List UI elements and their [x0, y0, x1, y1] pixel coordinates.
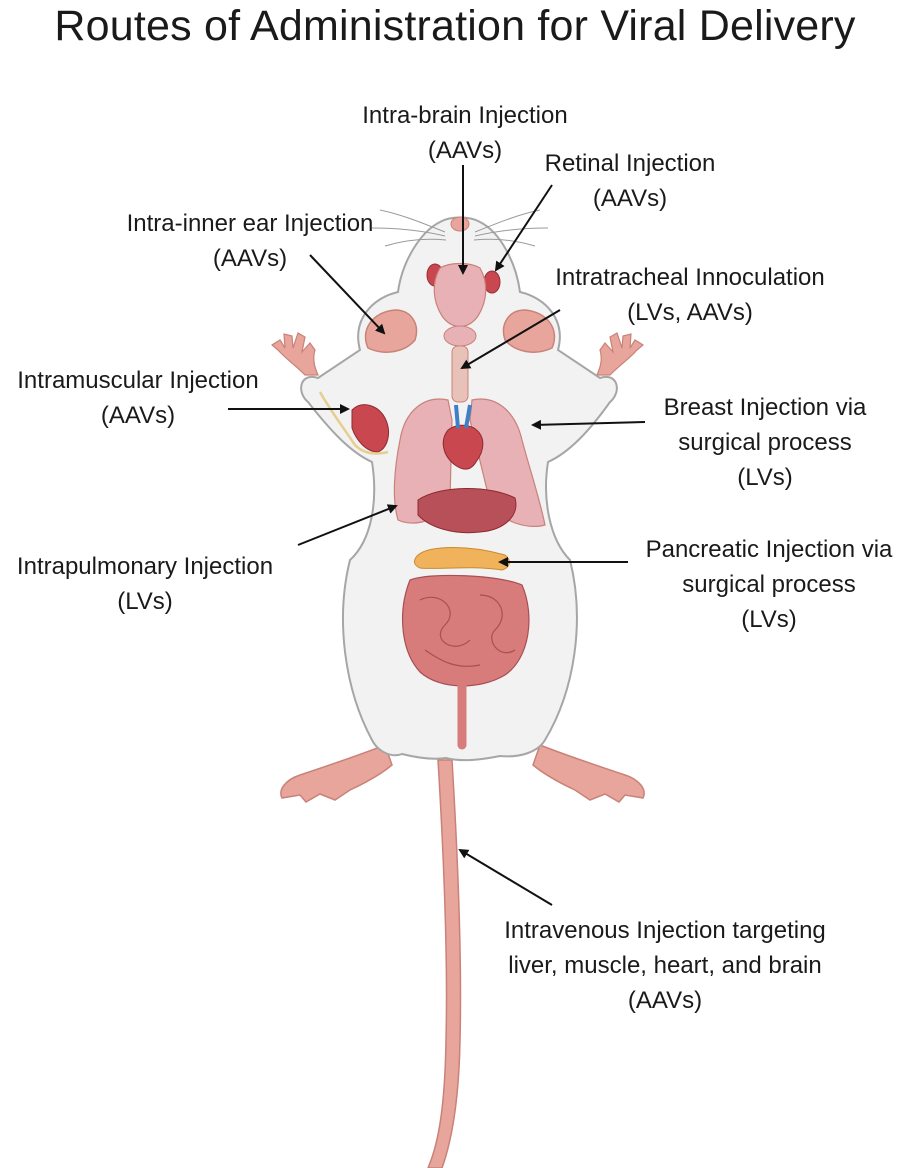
- arrow-breast: [531, 419, 646, 430]
- liver: [417, 488, 517, 534]
- left-ear: [364, 309, 418, 353]
- diagram-title: Routes of Administration for Viral Deliv…: [54, 2, 856, 50]
- nose: [450, 216, 470, 232]
- heart-vessels: [454, 404, 472, 429]
- arm-muscle: [351, 404, 389, 453]
- arrow-intravenous: [458, 848, 553, 906]
- intestines: [402, 574, 530, 687]
- arrow-intratracheal: [460, 309, 561, 370]
- left-hind-foot: [280, 744, 393, 803]
- label-retinal: Retinal Injection (AAVs): [544, 150, 716, 212]
- arrow-intrapulmonary: [297, 504, 398, 546]
- cerebellum: [443, 325, 477, 347]
- label-intravenous: Intravenous Injection targeting liver, m…: [504, 917, 826, 1014]
- label-intramuscular: Intramuscular Injection (AAVs): [17, 367, 259, 429]
- left-front-paw: [270, 332, 319, 376]
- pancreas: [414, 547, 510, 571]
- arrow-retinal: [494, 184, 553, 272]
- right-eye: [483, 270, 501, 294]
- label-breast: Breast Injection via surgical process (L…: [663, 394, 867, 491]
- right-front-paw: [596, 332, 645, 376]
- right-hind-foot: [532, 744, 645, 803]
- label-pancreatic: Pancreatic Injection via surgical proces…: [645, 536, 893, 633]
- label-intratracheal: Intratracheal Innoculation (LVs, AAVs): [555, 264, 825, 326]
- label-inner-ear: Intra-inner ear Injection (AAVs): [126, 210, 374, 272]
- pointer-arrows: [228, 165, 646, 906]
- label-intra-brain: Intra-brain Injection (AAVs): [362, 102, 568, 164]
- trachea: [451, 345, 469, 403]
- arrow-inner-ear: [309, 254, 386, 335]
- label-intrapulmonary: Intrapulmonary Injection (LVs): [16, 553, 274, 615]
- intestine-coils: [419, 594, 516, 667]
- tail: [427, 759, 462, 1168]
- brain: [433, 262, 487, 328]
